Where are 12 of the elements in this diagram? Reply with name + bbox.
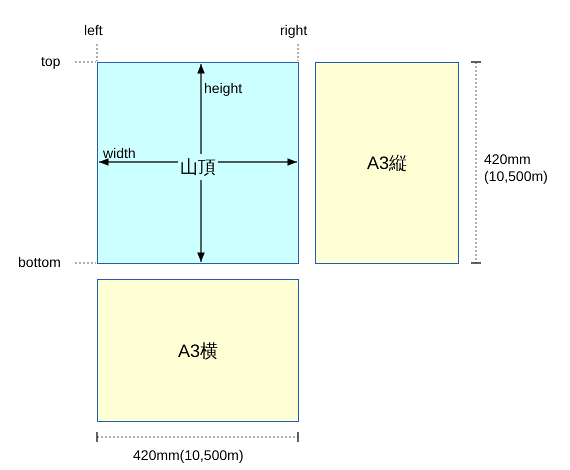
paper-box: [97, 279, 299, 422]
dimension-label: 420mm (10,500m): [484, 151, 549, 185]
dimension-label: 420mm(10,500m): [133, 447, 244, 464]
dimension-label: height: [204, 80, 242, 97]
dimension-label: width: [103, 145, 136, 162]
box-label: 山頂: [178, 154, 218, 180]
map-area-box: [97, 62, 299, 264]
edge-name-label: top: [41, 53, 60, 70]
edge-name-label: left: [84, 22, 103, 39]
paper-box: [315, 62, 459, 264]
edge-name-label: bottom: [18, 254, 61, 271]
edge-name-label: right: [280, 22, 308, 39]
